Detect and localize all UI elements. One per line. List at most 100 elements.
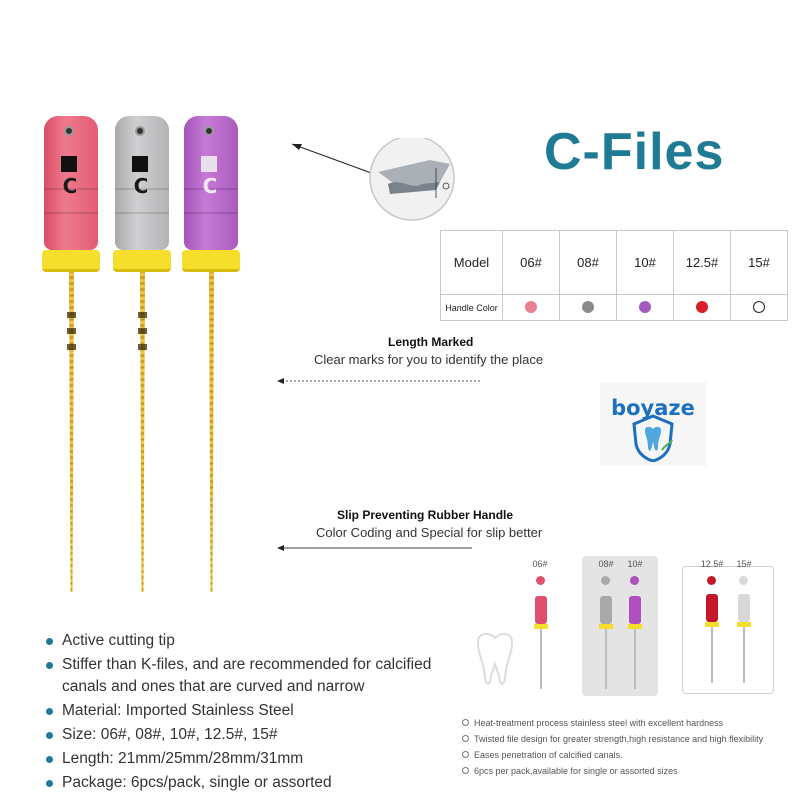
list-item: Size: 06#, 08#, 10#, 12.5#, 15# (44, 724, 464, 746)
handle-hole (64, 126, 74, 136)
list-item: Package: 6pcs/pack, single or assorted (44, 772, 464, 794)
color-dot (696, 300, 708, 313)
file-shaft (140, 272, 145, 592)
small-file-collar (628, 624, 642, 629)
length-marked-text: Clear marks for you to identify the plac… (314, 352, 544, 367)
small-color-dot (601, 576, 610, 585)
handle-pointer-arrow (277, 545, 472, 551)
handle-letter: C (133, 174, 149, 198)
small-file-shaft (711, 627, 713, 683)
small-file-collar (737, 622, 751, 627)
product-panel-outline (682, 566, 774, 694)
length-mark (67, 344, 76, 350)
table-row: Handle Color (440, 294, 788, 321)
small-file-shaft (743, 627, 745, 683)
feature-list: Active cutting tip Stiffer than K-files,… (44, 630, 464, 796)
list-item: Twisted file design for greater strength… (462, 731, 763, 747)
file-large-pink: C (42, 116, 102, 596)
model-label: Model (440, 230, 503, 295)
color-dot (525, 300, 537, 313)
handle-square-mark (201, 156, 217, 172)
list-item: Eases penetration of calcified canals. (462, 747, 763, 763)
pointer-arrowhead (292, 144, 302, 150)
length-mark (138, 312, 147, 318)
handle-hole (135, 126, 145, 136)
cutting-edge-shape (388, 182, 440, 194)
small-file-collar (705, 622, 719, 627)
small-file-handle (706, 594, 718, 622)
list-item: Length: 21mm/25mm/28mm/31mm (44, 748, 464, 770)
small-size-label: 08# (598, 559, 614, 569)
page-title: C-Files (544, 123, 725, 181)
bullet-icon (46, 732, 53, 739)
bullet-icon (46, 638, 53, 645)
model-size: 15# (730, 230, 788, 295)
color-dot (753, 300, 765, 313)
small-file-shaft (540, 629, 542, 689)
handle-letter: C (202, 174, 218, 198)
model-size: 10# (616, 230, 674, 295)
list-item: Stiffer than K-files, and are recommende… (44, 654, 464, 698)
stopper-collar (182, 250, 240, 272)
length-marked-title: Length Marked (388, 335, 474, 349)
small-feature-list: Heat-treatment process stainless steel w… (462, 715, 763, 779)
bullet-icon (46, 708, 53, 715)
file-large-grey: C (113, 116, 173, 596)
small-file-collar (534, 624, 548, 629)
small-file-shaft (605, 629, 607, 689)
small-size-label: 12.5# (700, 559, 724, 569)
table-row: Model 06# 08# 10# 12.5# 15# (440, 230, 788, 295)
handle-square-mark (132, 156, 148, 172)
model-size: 06# (502, 230, 560, 295)
file-shaft (209, 272, 214, 592)
diameter-symbol-icon (442, 182, 450, 190)
small-file-collar (599, 624, 613, 629)
small-size-label: 06# (532, 559, 548, 569)
tooth-icon (476, 632, 514, 685)
bullet-icon (46, 780, 53, 787)
circle-bullet-icon (462, 751, 469, 758)
color-cell (616, 294, 674, 321)
small-color-dot (739, 576, 748, 585)
bullet-icon (46, 662, 53, 669)
file-handle (184, 116, 238, 250)
length-mark (67, 328, 76, 334)
color-dot (639, 300, 651, 313)
length-mark (138, 344, 147, 350)
model-size: 12.5# (673, 230, 731, 295)
model-size: 08# (559, 230, 617, 295)
small-color-dot (630, 576, 639, 585)
shield-tooth-icon (632, 414, 674, 462)
small-size-label: 15# (736, 559, 752, 569)
small-color-dot (536, 576, 545, 585)
circle-bullet-icon (462, 767, 469, 774)
stopper-collar (42, 250, 100, 272)
color-cell (673, 294, 731, 321)
circle-bullet-icon (462, 719, 469, 726)
handle-title: Slip Preventing Rubber Handle (337, 508, 514, 522)
list-item: Active cutting tip (44, 630, 464, 652)
stopper-collar (113, 250, 171, 272)
file-handle (115, 116, 169, 250)
handle-text: Color Coding and Special for slip better (316, 525, 543, 540)
file-large-purple: C (182, 116, 242, 596)
bullet-icon (46, 756, 53, 763)
tip-detail-illustration (291, 138, 455, 221)
handle-letter: C (62, 174, 78, 198)
length-pointer-arrow (277, 378, 482, 384)
handle-hole (204, 126, 214, 136)
color-cell (559, 294, 617, 321)
brand-logo: boyaze (600, 382, 706, 466)
small-color-dot (707, 576, 716, 585)
file-tip-shape (378, 160, 450, 188)
product-panel-grey (582, 556, 658, 696)
circle-bullet-icon (462, 735, 469, 742)
model-table: Model 06# 08# 10# 12.5# 15# Handle Color (440, 230, 788, 321)
small-file-handle (629, 596, 641, 624)
small-file-handle (535, 596, 547, 624)
list-item: 6pcs per pack,available for single or as… (462, 763, 763, 779)
handle-square-mark (61, 156, 77, 172)
list-item: Material: Imported Stainless Steel (44, 700, 464, 722)
file-handle (44, 116, 98, 250)
color-cell (730, 294, 788, 321)
